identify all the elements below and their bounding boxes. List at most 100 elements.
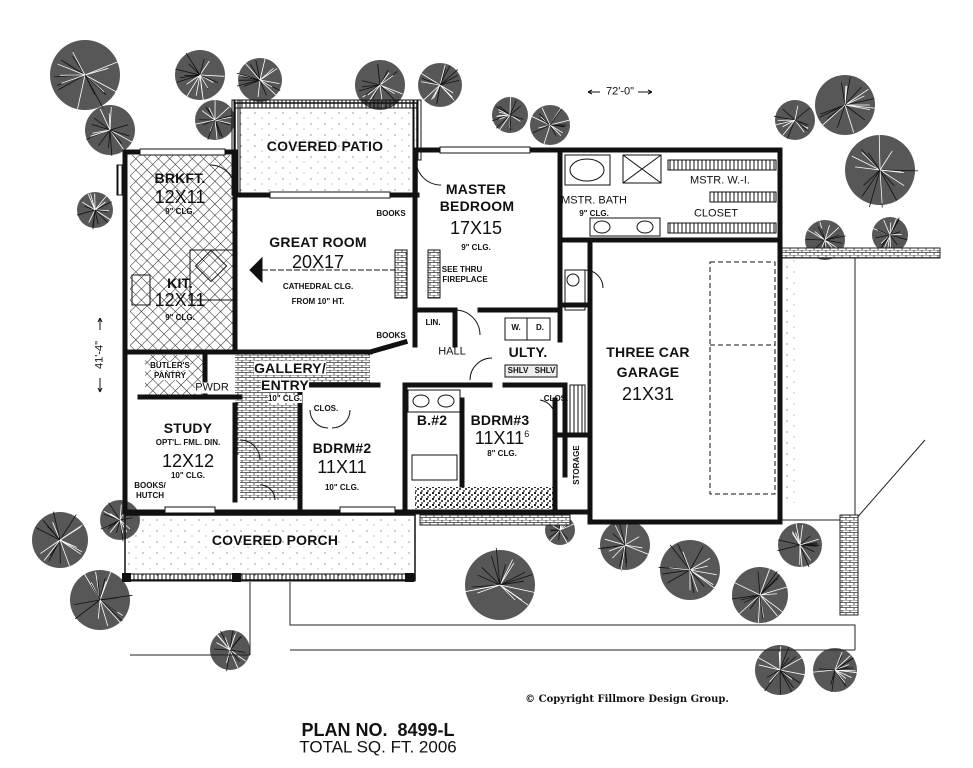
tree-foliage — [889, 234, 908, 241]
tree-foliage — [824, 227, 840, 241]
tree-foliage — [94, 209, 112, 221]
tree-foliage — [875, 234, 891, 239]
tree-foliage — [99, 108, 111, 131]
bath2-label: B.#2 — [416, 412, 448, 428]
tree-foliage — [379, 84, 398, 103]
books-label: BOOKS — [376, 331, 406, 340]
tree-foliage — [94, 209, 108, 223]
tree-foliage — [689, 569, 705, 587]
tree-foliage — [799, 535, 811, 546]
tree-foliage — [549, 119, 571, 126]
tree-foliage — [48, 539, 61, 562]
tree-foliage — [436, 84, 441, 105]
tree-foliage — [879, 169, 919, 172]
tree-foliage — [229, 649, 246, 653]
tree-foliage — [213, 648, 231, 651]
tree-foliage — [877, 229, 891, 236]
tree-foliage — [84, 74, 118, 93]
tree-foliage — [94, 209, 99, 225]
tree-foliage — [214, 119, 231, 124]
tree-foliage — [58, 74, 86, 91]
linen-label: LIN. — [425, 318, 441, 327]
brkft-ceiling: 9" CLG. — [165, 207, 195, 216]
tree-foliage — [759, 594, 778, 617]
tree-foliage — [799, 544, 815, 553]
tree-foliage — [851, 155, 881, 171]
tree-foliage — [841, 82, 846, 106]
tree-foliage — [608, 544, 626, 552]
master-closet-label: MSTR. W.-I. — [690, 174, 750, 187]
tree-foliage — [176, 74, 201, 83]
great-room-ceiling-height: FROM 10" HT. — [291, 297, 345, 306]
tree-foliage — [669, 567, 691, 571]
tree-foliage — [824, 225, 830, 241]
tree-foliage — [759, 571, 778, 596]
tree-foliage — [358, 84, 381, 92]
tree-foliage — [119, 519, 124, 534]
fireplace-label: SEE THRU — [441, 265, 483, 274]
tree-foliage — [558, 529, 561, 541]
tree-foliage — [499, 580, 524, 586]
tree-foliage — [844, 95, 865, 106]
tree-foliage — [421, 81, 441, 86]
tree-foliage — [757, 571, 761, 596]
brkft-size: 12X11 — [154, 187, 206, 207]
tree-foliage — [98, 129, 111, 146]
tree-foliage — [81, 201, 96, 211]
tree-foliage — [549, 124, 557, 136]
tree-foliage — [99, 599, 109, 627]
tree-foliage — [844, 77, 851, 106]
tree-foliage — [369, 84, 381, 101]
tree-foliage — [119, 504, 122, 521]
tree-foliage — [367, 84, 381, 96]
tree-foliage — [834, 669, 847, 679]
tree-foliage — [91, 124, 111, 131]
tree-foliage — [759, 569, 770, 596]
tree-foliage — [844, 88, 869, 106]
tree-foliage — [499, 584, 516, 601]
great-room-size: 20X17 — [291, 252, 345, 272]
tree-foliage — [84, 67, 109, 76]
bdrm2-closet-label: CLOS. — [313, 404, 339, 413]
tree-foliage — [74, 599, 101, 620]
tree-foliage — [195, 74, 201, 96]
tree-foliage — [538, 117, 551, 126]
tree-foliage — [59, 514, 77, 541]
tree-foliage — [778, 652, 781, 671]
tree-foliage — [216, 642, 231, 651]
tree-foliage — [824, 235, 846, 241]
tree-foliage — [84, 74, 107, 96]
tree-foliage — [805, 238, 826, 241]
tree-foliage — [879, 150, 893, 171]
tree-foliage — [689, 557, 711, 571]
tree-foliage — [103, 513, 121, 521]
tree-foliage — [549, 529, 561, 538]
tree-foliage — [509, 105, 521, 116]
tree-foliage — [822, 104, 846, 126]
bdrm3-label: BDRM#3 — [470, 412, 530, 428]
tree-foliage — [878, 133, 881, 171]
tree-foliage — [889, 233, 902, 236]
tree-foliage — [549, 124, 565, 127]
tree-foliage — [93, 117, 111, 131]
tree-foliage — [259, 79, 273, 88]
bdrm3-closet-label: CLOS. — [543, 394, 569, 403]
tree-foliage — [499, 584, 523, 601]
tree-foliage — [259, 79, 278, 97]
gallery-label: GALLERY/ — [254, 360, 326, 376]
tree-foliage — [739, 594, 761, 615]
tree-foliage — [604, 538, 626, 546]
tree-foliage — [549, 529, 561, 542]
tree-foliage — [214, 119, 223, 138]
tree-foliage — [889, 222, 892, 236]
kit-label: KIT. — [167, 275, 193, 291]
washer-label: W. — [511, 323, 521, 332]
tree-foliage — [199, 60, 210, 76]
master-bath-ceiling: 9" CLG. — [579, 209, 609, 218]
tree-foliage — [421, 77, 441, 86]
master-bath-label: MSTR. BATH — [561, 194, 627, 207]
tree-foliage — [778, 539, 801, 546]
study-size: 12X12 — [161, 451, 215, 471]
tree-foliage — [869, 169, 881, 208]
